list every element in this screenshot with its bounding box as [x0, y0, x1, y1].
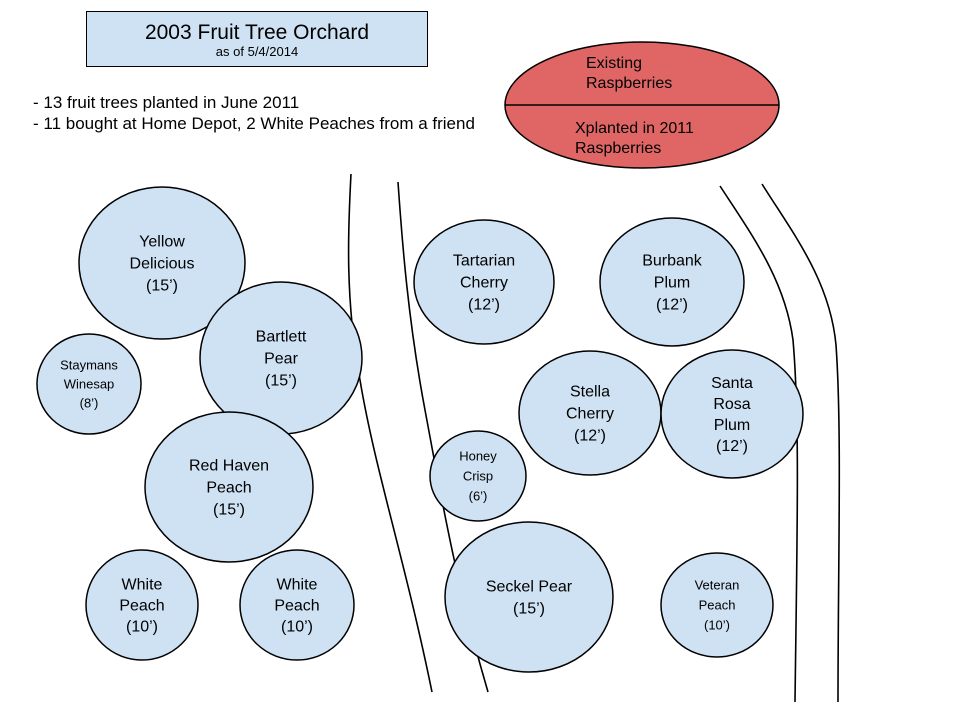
tree-label-line: (12’)	[716, 438, 748, 455]
tree-label-line: (15’)	[265, 373, 297, 390]
note-item: - 11 bought at Home Depot, 2 White Peach…	[33, 114, 475, 133]
tree-label-line: Plum	[714, 417, 750, 434]
tree-label-line: (12’)	[656, 297, 688, 314]
tree-label-line: Crisp	[463, 469, 493, 484]
tree-label-line: Peach	[206, 480, 251, 497]
tree-label-line: White	[122, 577, 163, 594]
tree-label-line: Peach	[699, 598, 736, 613]
tree-label-line: Santa	[711, 375, 753, 392]
page-title: 2003 Fruit Tree Orchard	[144, 21, 370, 44]
tree-label-line: Honey	[459, 449, 497, 464]
tree-circle	[239, 549, 355, 661]
tree-label-line: Bartlett	[256, 329, 307, 346]
tree-label-line: Peach	[274, 598, 319, 615]
tree-label-line: (10’)	[126, 619, 158, 636]
tree-label-line: Veteran	[695, 578, 740, 593]
tree-label-line: Rosa	[713, 396, 750, 413]
tree-circle	[660, 552, 774, 658]
tree-label-line: Burbank	[642, 253, 703, 270]
raspberry-patch: Existing Raspberries Xplanted in 2011 Ra…	[504, 41, 780, 169]
tree-label-line: Delicious	[130, 256, 195, 273]
tree-circle	[36, 333, 142, 435]
notes-list: - 13 fruit trees planted in June 2011 - …	[33, 92, 503, 134]
tree-label-line: Cherry	[460, 275, 508, 292]
title-box: 2003 Fruit Tree Orchard as of 5/4/2014	[86, 11, 428, 67]
raspberry-existing-label-2: Raspberries	[586, 75, 672, 92]
tree-label-line: (6’)	[469, 489, 488, 504]
raspberry-xplanted-label-1: Xplanted in 2011	[575, 120, 694, 137]
page-subtitle: as of 5/4/2014	[215, 44, 299, 59]
tree-label-line: (8’)	[80, 396, 99, 411]
path-line-left-a	[347, 173, 433, 693]
tree-label-line: Plum	[654, 275, 690, 292]
tree-label-line: (10’)	[281, 619, 313, 636]
path-line-right-b	[761, 183, 841, 703]
tree-circle	[78, 186, 246, 340]
tree-circle	[413, 219, 555, 345]
tree-circle	[660, 349, 804, 479]
tree-label-line: Stella	[570, 384, 610, 401]
tree-label-line: (10’)	[704, 618, 730, 633]
tree-label-line: (12’)	[468, 297, 500, 314]
tree-circle	[144, 411, 314, 563]
tree-label-line: Tartarian	[453, 253, 515, 270]
tree-label-line: Peach	[119, 598, 164, 615]
tree-label-line: Yellow	[139, 234, 185, 251]
tree-label-line: (15’)	[213, 502, 245, 519]
tree-label-line: Red Haven	[189, 458, 269, 475]
tree-circle	[444, 521, 614, 673]
tree-circle	[599, 217, 745, 347]
tree-circle	[429, 430, 527, 522]
raspberry-existing-label-1: Existing	[586, 55, 642, 72]
tree-label-line: Seckel Pear	[486, 579, 573, 596]
tree-circle	[85, 549, 199, 661]
tree-label-line: Pear	[264, 351, 298, 368]
path-line-right-a	[719, 185, 799, 703]
tree-label-line: Winesap	[64, 377, 115, 392]
raspberry-xplanted-label-2: Raspberries	[575, 140, 661, 157]
tree-label-line: Cherry	[566, 406, 614, 423]
tree-label-line: Staymans	[60, 358, 118, 373]
note-item: - 13 fruit trees planted in June 2011	[33, 93, 300, 112]
tree-label-line: (15’)	[513, 601, 545, 618]
tree-label-line: (15’)	[146, 278, 178, 295]
tree-label-line: White	[277, 577, 318, 594]
tree-seckel-pear: Seckel Pear (15’)	[444, 521, 614, 673]
tree-label-line: (12’)	[574, 428, 606, 445]
